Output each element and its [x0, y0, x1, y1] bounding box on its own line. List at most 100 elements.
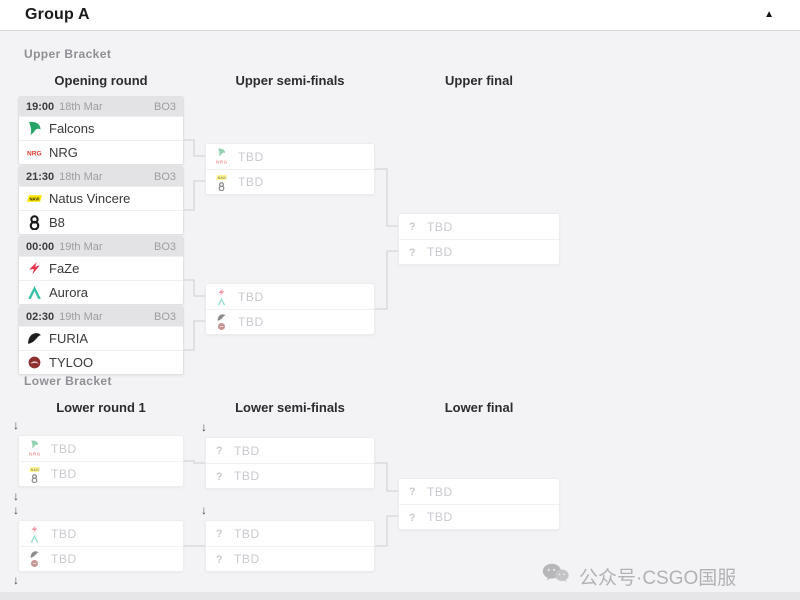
column-header-opening-round: Opening round — [54, 73, 148, 88]
team-name: Falcons — [49, 121, 95, 136]
horizontal-scrollbar[interactable] — [0, 592, 800, 600]
team-name: Natus Vincere — [49, 191, 131, 206]
team-name: TYLOO — [49, 355, 94, 370]
team-row[interactable]: TYLOO — [19, 350, 183, 374]
tbd-slot: NAVI TBD — [19, 461, 183, 486]
team-row[interactable]: NAVI Natus Vincere — [19, 186, 183, 210]
upper-bracket-label: Upper Bracket — [24, 47, 112, 61]
team-row[interactable]: Falcons — [19, 116, 183, 140]
drop-down-icon: ↓ — [13, 503, 19, 517]
tbd-label: TBD — [234, 552, 260, 566]
b8-logo — [29, 474, 40, 483]
question-icon: ? — [405, 511, 419, 524]
drop-down-icon: ↓ — [13, 418, 19, 432]
match-date: 18th Mar — [59, 170, 103, 183]
drop-down-icon: ↓ — [13, 489, 19, 503]
team-row[interactable]: Aurora — [19, 280, 183, 304]
tbd-label: TBD — [238, 149, 264, 164]
team-row[interactable]: B8 — [19, 210, 183, 234]
drop-down-icon: ↓ — [201, 503, 207, 517]
match-format: BO3 — [153, 170, 176, 183]
team-name: B8 — [49, 215, 65, 230]
tbd-label: TBD — [234, 443, 260, 458]
question-icon: ? — [405, 246, 419, 259]
column-header-upper-final: Upper final — [445, 73, 513, 88]
question-icon: ? — [405, 485, 419, 498]
falcons-logo — [216, 148, 227, 157]
match-time: 19:00 — [26, 100, 55, 113]
question-icon: ? — [212, 527, 226, 540]
tbd-slot: ? TBD — [206, 438, 374, 463]
svg-text:?: ? — [408, 486, 415, 498]
aurora-logo — [26, 285, 42, 300]
svg-text:?: ? — [408, 247, 415, 259]
svg-text:?: ? — [215, 528, 222, 540]
match-header: 02:30 19th Mar BO3 — [19, 307, 183, 326]
group-title: Group A — [25, 6, 90, 23]
candidate-logos — [212, 288, 230, 306]
tbd-label: TBD — [51, 441, 77, 456]
candidate-logos: NRG — [25, 440, 43, 458]
tbd-label: TBD — [51, 552, 77, 566]
candidate-logos — [212, 313, 230, 331]
team-row[interactable]: FURIA — [19, 326, 183, 350]
watermark: 公众号·CSGO国服 — [541, 562, 736, 590]
match-format: BO3 — [153, 240, 176, 253]
svg-text:?: ? — [215, 554, 222, 566]
svg-text:NAVI: NAVI — [217, 176, 226, 180]
chevron-up-icon[interactable]: ▲ — [764, 9, 774, 20]
tbd-label: TBD — [427, 510, 453, 524]
svg-text:?: ? — [408, 221, 415, 233]
candidate-logos: NAVI — [25, 465, 43, 483]
svg-text:NRG: NRG — [29, 451, 40, 457]
lower-semi-final-1: ? TBD ? TBD — [205, 437, 375, 489]
b8-logo — [216, 182, 227, 191]
drop-down-icon: ↓ — [13, 573, 19, 587]
match-card[interactable]: 19:00 18th Mar BO3 Falcons NRG NRG — [18, 96, 184, 165]
drop-down-icon: ↓ — [201, 420, 207, 434]
tyloo-logo — [26, 355, 42, 370]
tbd-slot: TBD — [19, 521, 183, 546]
match-card[interactable]: 21:30 18th Mar BO3 NAVI Natus Vincere B8 — [18, 166, 184, 235]
tbd-slot: ? TBD — [399, 239, 559, 264]
column-header-lower-final: Lower final — [444, 400, 514, 415]
column-header-lower-round-1: Lower round 1 — [56, 400, 146, 415]
furia-logo — [29, 550, 40, 559]
team-name: Aurora — [49, 285, 89, 300]
upper-final: ? TBD ? TBD — [398, 213, 560, 265]
column-header-upper-semi-finals: Upper semi-finals — [235, 73, 345, 88]
candidate-logos: NAVI — [212, 173, 230, 191]
tbd-label: TBD — [427, 219, 453, 234]
tbd-slot: ? TBD — [399, 504, 559, 529]
tbd-slot: ? TBD — [206, 546, 374, 571]
tbd-label: TBD — [234, 526, 260, 541]
match-time: 00:00 — [26, 240, 55, 253]
match-card[interactable]: 02:30 19th Mar BO3 FURIA TYLOO — [18, 306, 184, 375]
svg-text:?: ? — [215, 471, 222, 483]
navi-logo: NAVI — [28, 465, 40, 474]
tyloo-logo — [29, 559, 40, 568]
tbd-slot: ? TBD — [399, 214, 559, 239]
navi-logo: NAVI — [215, 173, 227, 182]
tbd-slot: TBD — [206, 284, 374, 309]
match-date: 19th Mar — [59, 240, 103, 253]
navi-logo: NAVI — [26, 191, 42, 206]
team-row[interactable]: FaZe — [19, 256, 183, 280]
match-card[interactable]: 00:00 19th Mar BO3 FaZe Aurora — [18, 236, 184, 305]
upper-semi-final-2: TBD TBD — [205, 283, 375, 335]
wechat-icon — [541, 562, 570, 590]
lower-round1-match-1: NRG TBD NAVI TBD — [18, 435, 184, 487]
question-icon: ? — [212, 470, 226, 483]
group-header[interactable]: Group A ▲ — [0, 0, 800, 31]
match-time: 02:30 — [26, 310, 55, 323]
match-header: 19:00 18th Mar BO3 — [19, 97, 183, 116]
candidate-logos: NRG — [212, 148, 230, 166]
svg-text:NRG: NRG — [216, 159, 227, 165]
b8-logo — [26, 215, 42, 230]
svg-text:NAVI: NAVI — [29, 196, 39, 201]
tbd-slot: NRG TBD — [19, 436, 183, 461]
team-row[interactable]: NRG NRG — [19, 140, 183, 164]
svg-text:NAVI: NAVI — [30, 468, 39, 472]
tbd-label: TBD — [238, 289, 264, 304]
